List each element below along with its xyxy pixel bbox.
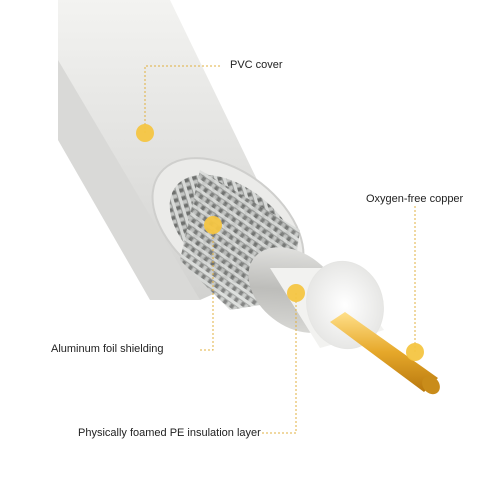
leader-pe-insulation [262, 293, 297, 434]
copper-wire-tip [422, 375, 440, 395]
label-aluminum-foil-shielding: Aluminum foil shielding [51, 343, 164, 355]
copper-wire [330, 312, 438, 392]
marker-aluminum-foil [204, 216, 222, 234]
copper-conductor [330, 312, 440, 395]
leader-aluminum-foil [200, 225, 214, 351]
marker-pe-insulation [287, 284, 305, 302]
marker-pvc-cover [136, 124, 154, 142]
label-pe-insulation: Physically foamed PE insulation layer [78, 427, 261, 439]
marker-oxygen-free-copper [406, 343, 424, 361]
markers [136, 124, 424, 361]
label-oxygen-free-copper: Oxygen-free copper [366, 193, 464, 205]
jacket-shadow [58, 60, 200, 300]
leader-lines [144, 65, 416, 434]
label-pvc-cover: PVC cover [230, 59, 283, 71]
